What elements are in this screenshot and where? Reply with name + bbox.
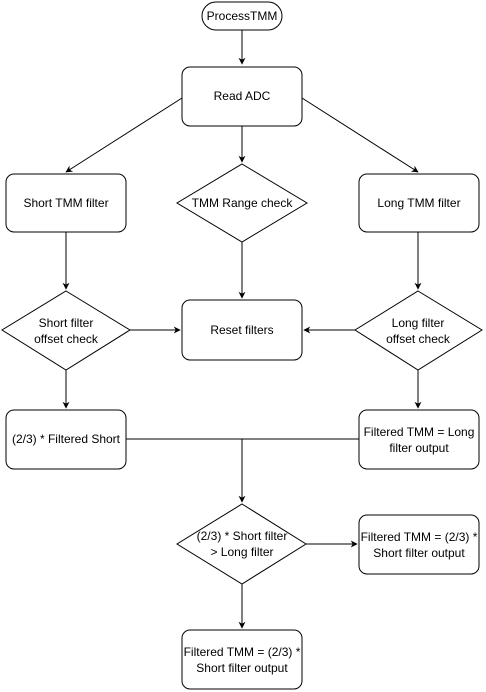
long-output-label-line-1: Filtered TMM = Long [364,425,475,439]
reset-node: Reset filters [181,299,303,361]
range-check-label: TMM Range check [192,196,294,210]
long-offset-label-line-2: offset check [386,332,451,346]
long-output-shape [358,409,480,470]
range-check-shape [176,163,308,243]
short-offset-node: Short filter offset check [1,290,131,371]
filtered-short-label: (2/3) * Filtered Short [12,432,121,446]
edges [62,30,422,629]
right-output-node: Filtered TMM = (2/3) * Short filter outp… [358,514,480,575]
long-filter-label: Long TMM filter [377,196,460,210]
edge-filtered-short-to-compare [126,438,246,503]
start-node: ProcessTMM [201,1,283,31]
filtered-short-node: (2/3) * Filtered Short [5,409,127,470]
short-filter-label: Short TMM filter [23,196,108,210]
short-offset-label-line-2: offset check [34,332,99,346]
right-output-shape [358,514,480,575]
edge-read-adc-to-short-filter [65,97,183,173]
bottom-output-shape [181,629,303,690]
range-check-node: TMM Range check [176,163,308,243]
short-offset-label-line-1: Short filter [39,316,94,330]
compare-node: (2/3) * Short filter > Long filter [176,503,307,585]
bottom-output-label-line-1: Filtered TMM = (2/3) * [184,645,301,659]
long-filter-shape [358,173,480,233]
reset-label: Reset filters [210,323,273,337]
long-output-node: Filtered TMM = Long filter output [358,409,480,470]
compare-shape [176,503,307,585]
short-filter-node: Short TMM filter [5,173,127,233]
read-adc-label: Read ADC [214,89,271,103]
long-offset-label-line-1: Long filter [392,316,445,330]
right-output-label-line-2: Short filter output [373,546,465,560]
compare-label-line-1: (2/3) * Short filter [197,529,288,543]
filtered-short-shape [5,409,127,470]
read-adc-shape [181,66,303,127]
read-adc-node: Read ADC [181,66,303,127]
right-output-label-line-1: Filtered TMM = (2/3) * [361,530,478,544]
long-offset-shape [354,290,483,371]
start-shape [201,1,283,31]
short-offset-shape [1,290,131,371]
reset-shape [181,299,303,361]
long-offset-node: Long filter offset check [354,290,483,371]
bottom-output-label-line-2: Short filter output [196,661,288,675]
long-output-label-line-2: filter output [389,441,449,455]
bottom-output-node: Filtered TMM = (2/3) * Short filter outp… [181,629,303,690]
short-filter-shape [5,173,127,233]
edge-read-adc-to-long-filter [301,97,419,173]
start-label: ProcessTMM [207,9,278,23]
compare-label-line-2: > Long filter [210,545,273,559]
long-filter-node: Long TMM filter [358,173,480,233]
